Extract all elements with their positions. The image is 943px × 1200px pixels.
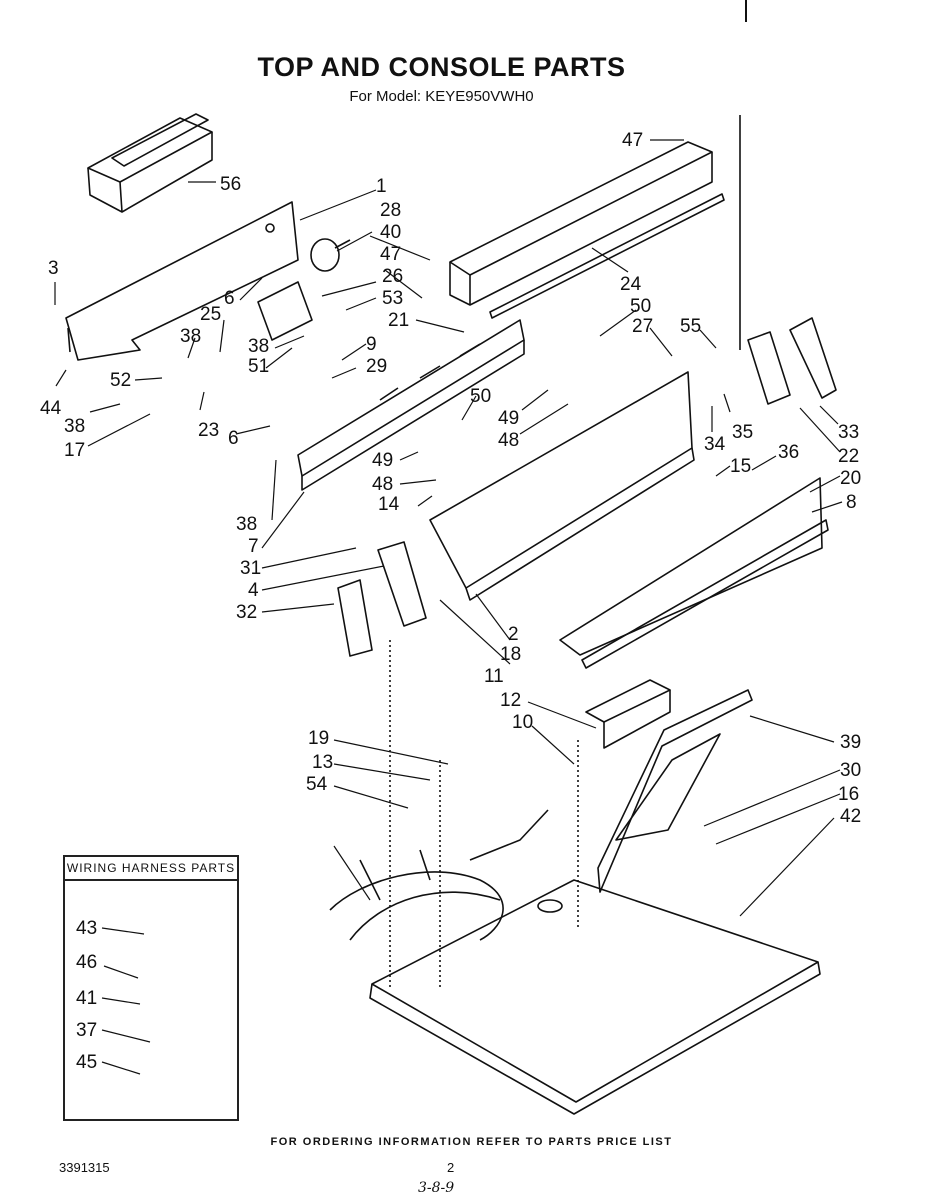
part-28-drawing [310, 238, 351, 272]
wiring-harness-title: WIRING HARNESS PARTS [65, 857, 237, 881]
wiring-harness-inset: WIRING HARNESS PARTS [63, 855, 239, 1121]
callout-48: 48 [498, 430, 519, 451]
part-4-end-cap [337, 541, 427, 657]
callout-53: 53 [382, 288, 403, 309]
inset-callout-46: 46 [76, 952, 97, 973]
callout-50: 50 [470, 386, 491, 407]
callout-40: 40 [380, 222, 401, 243]
callout-13: 13 [312, 752, 333, 773]
callout-47: 47 [380, 244, 401, 265]
part-16-top [369, 879, 821, 1115]
callout-32: 32 [236, 602, 257, 623]
callout-16: 16 [838, 784, 859, 805]
callout-11: 11 [484, 666, 504, 687]
callout-1: 1 [376, 176, 387, 197]
doc-number: 3391315 [59, 1160, 110, 1175]
callout-7: 7 [248, 536, 259, 557]
callout-23: 23 [198, 420, 219, 441]
ordering-note: FOR ORDERING INFORMATION REFER TO PARTS … [270, 1136, 673, 1148]
callout-51: 51 [248, 356, 269, 377]
callout-44: 44 [40, 398, 62, 419]
callout-22: 22 [838, 446, 859, 467]
part-10-frame [597, 689, 753, 893]
callout-42: 42 [840, 806, 861, 827]
callout-6: 6 [228, 428, 239, 449]
handwritten-note: 3-8-9 [418, 1180, 455, 1196]
callout-18: 18 [500, 644, 521, 665]
callout-3: 3 [48, 258, 59, 279]
callout-17: 17 [64, 440, 85, 461]
callout-54: 54 [306, 774, 328, 795]
inset-callout-45: 45 [76, 1052, 97, 1073]
callout-9: 9 [366, 334, 377, 355]
part-1-back-panel [65, 201, 299, 361]
callout-34: 34 [704, 434, 726, 455]
callout-8: 8 [846, 492, 857, 513]
part-11-lid [585, 679, 671, 749]
inset-callout-43: 43 [76, 918, 97, 939]
page-title: TOP AND CONSOLE PARTS [257, 52, 626, 82]
part-56-drawing [87, 113, 213, 213]
callout-49: 49 [372, 450, 393, 471]
callout-4: 4 [248, 580, 259, 601]
callout-20: 20 [840, 468, 861, 489]
callout-49: 49 [498, 408, 519, 429]
callout-39: 39 [840, 732, 861, 753]
page-edge-mark [745, 0, 747, 22]
callout-26: 26 [382, 266, 403, 287]
callout-52: 52 [110, 370, 131, 391]
callout-27: 27 [632, 316, 653, 337]
callout-47: 47 [622, 130, 643, 151]
callout-14: 14 [378, 494, 400, 515]
callout-36: 36 [778, 442, 799, 463]
callout-25: 25 [200, 304, 221, 325]
callout-10: 10 [512, 712, 533, 733]
callout-29: 29 [366, 356, 387, 377]
callout-30: 30 [840, 760, 861, 781]
part-console-bracket [297, 319, 525, 491]
inset-callout-41: 41 [76, 988, 97, 1009]
callout-2: 2 [508, 624, 519, 645]
callout-21: 21 [388, 310, 409, 331]
callout-50: 50 [630, 296, 651, 317]
callout-56: 56 [220, 174, 241, 195]
part-console-panel [429, 371, 829, 669]
callout-38: 38 [64, 416, 85, 437]
callout-6: 6 [224, 288, 235, 309]
callout-35: 35 [732, 422, 753, 443]
callout-15: 15 [730, 456, 751, 477]
part-40-top-trim [449, 141, 725, 319]
part-26-board [257, 281, 313, 341]
callout-12: 12 [500, 690, 521, 711]
model-subtitle: For Model: KEYE950VWH0 [349, 88, 534, 105]
callout-55: 55 [680, 316, 701, 337]
callout-31: 31 [240, 558, 261, 579]
callout-38: 38 [180, 326, 201, 347]
page-number: 2 [447, 1160, 455, 1175]
callout-28: 28 [380, 200, 401, 221]
inset-callout-37: 37 [76, 1020, 97, 1041]
callout-19: 19 [308, 728, 329, 749]
part-33-end-cap [747, 317, 837, 405]
callout-38: 38 [248, 336, 269, 357]
callout-48: 48 [372, 474, 393, 495]
callout-38: 38 [236, 514, 257, 535]
callout-33: 33 [838, 422, 859, 443]
callout-24: 24 [620, 274, 642, 295]
